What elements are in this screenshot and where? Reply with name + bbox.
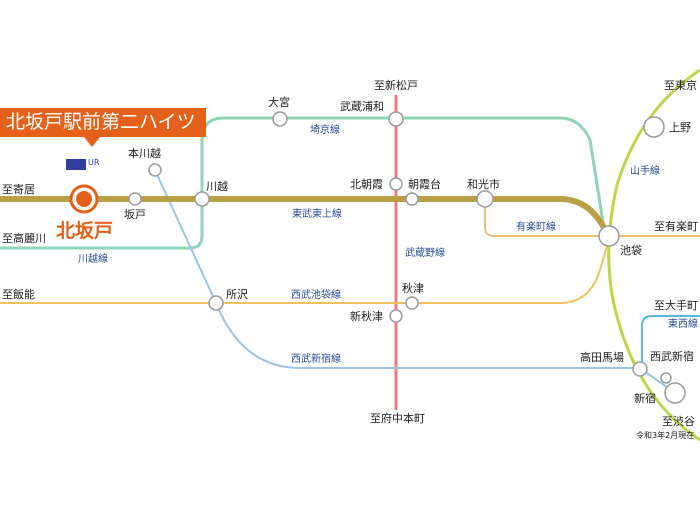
home-station-name: 北坂戸 (56, 220, 114, 242)
station-shinjuku (664, 382, 686, 404)
yurakucho-line (484, 200, 700, 237)
station-hon-kawagoe (148, 163, 162, 177)
ur-logo-icon (66, 159, 86, 170)
property-banner: 北坂戸駅前第二ハイツ (0, 108, 206, 137)
label-akitsu: 秋津 (402, 281, 424, 295)
station-takadanobaba (632, 361, 648, 377)
label-to-shibuya: 至渋谷 (662, 415, 695, 428)
station-tokorozawa (208, 295, 224, 311)
station-musashi-urawa (388, 111, 404, 127)
station-ueno (643, 116, 665, 138)
label-asakadai: 朝霞台 (408, 177, 441, 191)
station-asakadai (405, 192, 419, 206)
label-seibu-shinjuku: 西武新宿 (650, 349, 694, 363)
station-kawagoe (194, 191, 210, 207)
label-to-tokyo: 至東京 (664, 78, 697, 92)
station-seibu-shinjuku (660, 372, 672, 384)
label-line-tozai: 東西線 (668, 317, 698, 330)
label-shinjuku: 新宿 (634, 391, 656, 405)
ur-logo-text: UR (88, 158, 100, 167)
station-wakoshi (476, 190, 494, 208)
station-akitsu (405, 296, 419, 310)
label-line-kawagoe: 川越線 (78, 252, 108, 265)
label-wakoshi: 和光市 (467, 177, 500, 191)
label-line-seibu-ikebukuro: 西武池袋線 (291, 288, 341, 301)
date-note: 令和3年2月現在 (636, 430, 694, 440)
label-to-hanno: 至飯能 (2, 287, 35, 301)
label-musashi-urawa: 武蔵浦和 (340, 100, 384, 113)
label-omiya: 大宮 (268, 95, 290, 109)
station-sakado (128, 192, 142, 206)
label-to-yorii: 至寄居 (2, 182, 35, 196)
station-kita-asaka (389, 177, 403, 191)
label-to-yurakucho: 至有楽町 (654, 219, 698, 233)
label-line-seibu-shinjuku: 西武新宿線 (291, 352, 341, 365)
seibu-shinjuku-line (154, 169, 676, 394)
label-to-shin-matsudo: 至新松戸 (374, 78, 418, 92)
station-omiya (272, 111, 288, 127)
label-kita-asaka: 北朝霞 (350, 178, 383, 191)
label-tokorozawa: 所沢 (226, 287, 248, 301)
label-line-yamanote: 山手線 (630, 164, 660, 177)
seibu-ikebukuro-line (0, 235, 611, 304)
label-ueno: 上野 (669, 121, 691, 134)
label-to-komagawa: 至高麗川 (2, 231, 46, 245)
label-ikebukuro: 池袋 (620, 243, 642, 257)
kawagoe-saikyo-line (0, 116, 607, 250)
label-to-otemachi: 至大手町 (654, 298, 698, 312)
label-takadanobaba: 高田馬場 (580, 350, 624, 364)
label-line-saikyo: 埼京線 (310, 123, 340, 136)
label-sakado: 坂戸 (124, 208, 146, 221)
station-shin-akitsu (389, 309, 403, 323)
label-kawagoe: 川越 (206, 179, 228, 193)
label-line-tojo: 東武東上線 (292, 207, 342, 220)
tozai-line (641, 315, 700, 370)
label-shin-akitsu: 新秋津 (350, 309, 383, 323)
label-hon-kawagoe: 本川越 (128, 146, 161, 160)
banner-pointer (84, 137, 100, 147)
label-line-yurakucho: 有楽町線 (516, 220, 556, 233)
station-ikebukuro (598, 225, 620, 247)
label-to-fuchu-honmachi: 至府中本町 (370, 411, 425, 425)
label-line-musashino: 武蔵野線 (405, 246, 445, 259)
